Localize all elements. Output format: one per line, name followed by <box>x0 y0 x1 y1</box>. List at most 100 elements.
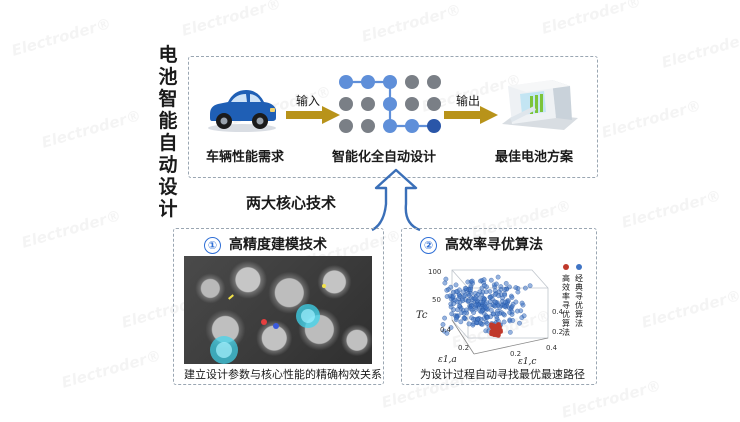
classic-point <box>451 307 456 313</box>
y-axis-label: Tc <box>416 310 428 321</box>
x-axis-label: ε1,a <box>438 355 457 365</box>
grid-node <box>361 97 375 111</box>
classic-point <box>482 283 487 288</box>
watermark-text: Electroder® <box>10 14 114 60</box>
classic-point <box>481 296 487 302</box>
arrow2-label: 输出 <box>456 94 481 108</box>
classic-point <box>468 287 473 293</box>
classic-point <box>507 329 513 335</box>
classic-point <box>450 293 456 299</box>
watermark-text: Electroder® <box>60 346 164 392</box>
classic-point <box>519 300 525 306</box>
classic-point <box>470 322 476 328</box>
grid-node <box>427 75 441 89</box>
efficient-point <box>489 322 494 327</box>
legend-marker-efficient <box>563 264 569 270</box>
arrow-right-icon <box>444 106 498 124</box>
classic-point <box>465 299 471 304</box>
classic-point <box>481 277 487 282</box>
classic-point <box>513 299 519 305</box>
watermark-text: Electroder® <box>20 206 124 252</box>
classic-point <box>457 303 462 309</box>
grid-node <box>339 119 353 133</box>
z-axis-label: ε1,c <box>518 357 536 366</box>
right-tick-label: 0.2 <box>552 328 563 336</box>
core-label: 智能化全自动设计 <box>332 150 437 165</box>
classic-point <box>442 280 448 286</box>
watermark-text: Electroder® <box>40 106 144 152</box>
legend-marker-classic <box>576 264 582 270</box>
y-tick-label: 50 <box>432 296 441 304</box>
modeling-caption: 建立设计参数与核心性能的精确构效关系 <box>184 368 382 381</box>
z-tick-label: 0.2 <box>510 350 521 358</box>
classic-point <box>448 284 454 290</box>
classic-point <box>513 285 519 290</box>
classic-point <box>488 314 493 320</box>
classic-point <box>478 309 484 315</box>
watermark-text: Electroder® <box>620 186 724 232</box>
classic-point <box>458 319 464 325</box>
classic-point <box>521 313 527 319</box>
classic-point <box>507 284 512 290</box>
modeling-title: ① 高精度建模技术 <box>204 234 327 254</box>
grid-node <box>405 119 419 133</box>
classic-point <box>496 293 501 299</box>
watermark-text: Electroder® <box>180 0 284 40</box>
classic-point <box>461 289 466 295</box>
grid-node <box>383 97 397 111</box>
grid-node <box>405 75 419 89</box>
classic-point <box>500 311 506 317</box>
efficient-point <box>496 331 500 336</box>
x-tick-label: 0.4 <box>440 326 452 334</box>
optimization-grid-icon <box>339 75 441 133</box>
classic-point <box>498 287 504 292</box>
grid-node <box>383 75 397 89</box>
classic-point <box>444 287 450 293</box>
classic-point <box>440 322 446 327</box>
classic-point <box>454 315 459 321</box>
classic-point <box>488 277 494 283</box>
classic-point <box>509 309 515 315</box>
plot-legend: 高效率寻优算法 经典寻优算法 <box>562 262 588 342</box>
optimization-title-text: 高效率寻优算法 <box>445 237 543 253</box>
classic-point <box>501 319 507 325</box>
efficient-point <box>492 329 496 334</box>
modeling-title-text: 高精度建模技术 <box>229 237 327 253</box>
grid-node <box>361 119 375 133</box>
classic-point <box>515 308 520 314</box>
grid-node <box>427 119 441 133</box>
classic-point <box>494 281 499 287</box>
classic-point <box>449 311 455 317</box>
grid-node <box>339 75 353 89</box>
arrow1-label: 输入 <box>296 94 321 108</box>
classic-point <box>494 311 500 317</box>
modeling-panel <box>173 228 384 385</box>
classic-point <box>442 315 447 321</box>
classic-point <box>502 304 508 309</box>
grid-node <box>361 75 375 89</box>
watermark-text: Electroder® <box>660 26 740 72</box>
classic-point <box>453 282 459 288</box>
z-tick-label: 0.4 <box>546 344 558 352</box>
optimization-caption: 为设计过程自动寻找最优最速路径 <box>420 368 585 381</box>
right-tick-label: 0.4 <box>552 308 564 316</box>
classic-point <box>527 283 533 289</box>
classic-point <box>443 276 449 282</box>
legend-label-classic: 经典寻优算法 <box>575 274 583 328</box>
step-number: ① <box>204 236 221 254</box>
classic-point <box>475 317 481 322</box>
input-label: 车辆性能需求 <box>206 150 285 165</box>
classic-point <box>483 304 489 310</box>
classic-point <box>448 325 454 330</box>
classic-point <box>468 306 474 311</box>
classic-point <box>466 293 472 298</box>
output-label: 最佳电池方案 <box>495 150 574 165</box>
watermark-text: Electroder® <box>600 96 704 142</box>
classic-point <box>466 321 472 327</box>
classic-point <box>495 274 501 280</box>
classic-point <box>484 300 490 306</box>
classic-point <box>461 315 467 321</box>
classic-point <box>457 294 463 299</box>
vertical-title: 电池智能自动设计 <box>158 44 178 220</box>
